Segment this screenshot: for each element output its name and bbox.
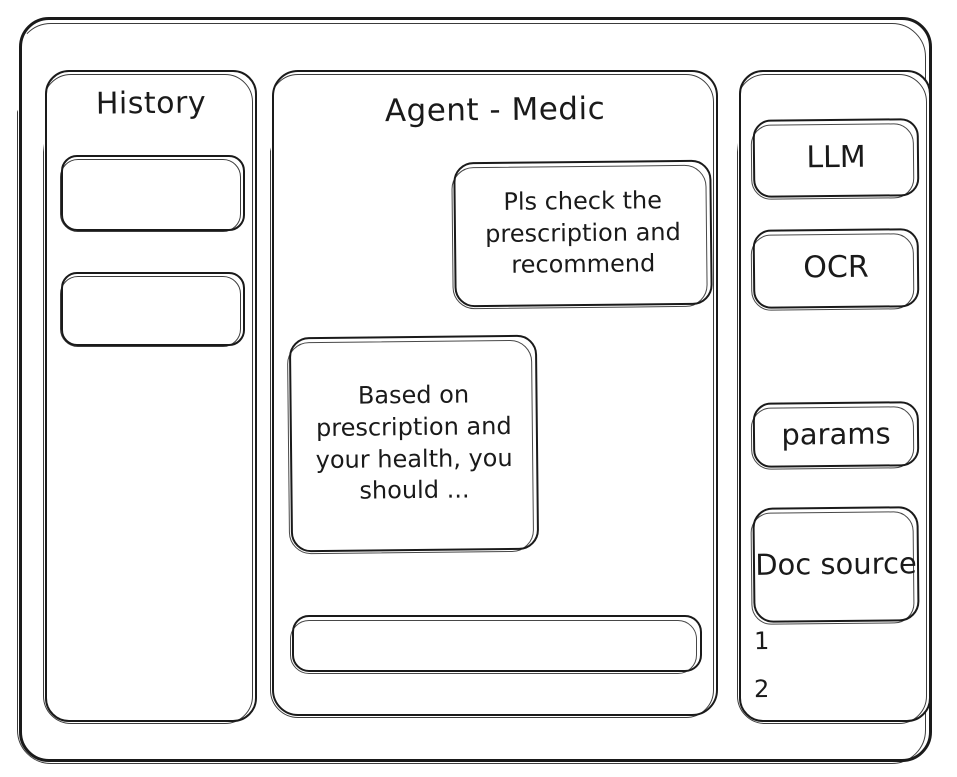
assistant-message-bubble: Based on prescription and your health, y…	[288, 334, 540, 553]
doc-source-box[interactable]: Doc source	[752, 506, 920, 623]
user-message-text: Pls check the prescription and recommend	[485, 186, 681, 280]
tools-panel: LLM OCR params Doc source 1 2	[739, 70, 931, 722]
tool-button-llm[interactable]: LLM	[752, 118, 920, 198]
agent-chat-panel: Agent - Medic Pls check the prescription…	[272, 70, 718, 716]
tool-button-ocr-label: OCR	[803, 249, 869, 286]
tool-button-params[interactable]: params	[752, 401, 920, 468]
history-list-item[interactable]	[61, 155, 245, 231]
agent-panel-title: Agent - Medic	[384, 90, 606, 130]
message-composer-input[interactable]	[290, 615, 702, 674]
history-list-item[interactable]	[61, 272, 245, 346]
doc-source-list-item[interactable]: 1	[753, 626, 770, 656]
history-panel: History	[45, 70, 257, 722]
tool-button-ocr[interactable]: OCR	[752, 228, 920, 309]
tool-button-llm-label: LLM	[806, 139, 866, 176]
user-message-bubble: Pls check the prescription and recommend	[453, 159, 713, 308]
history-panel-title: History	[95, 85, 207, 122]
doc-source-label: Doc source	[755, 545, 917, 582]
tool-button-params-label: params	[781, 416, 891, 452]
assistant-message-text: Based on prescription and your health, y…	[315, 380, 513, 505]
doc-source-list-item[interactable]: 2	[753, 674, 770, 704]
